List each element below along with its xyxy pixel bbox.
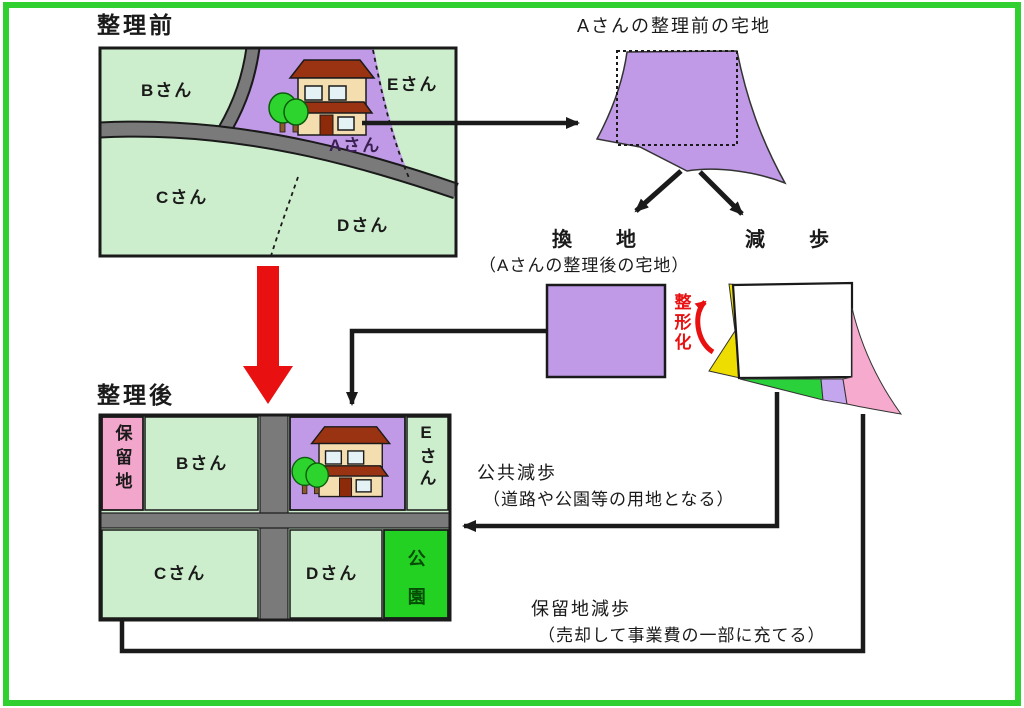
reshaping-arrow <box>694 300 715 355</box>
plot-label-e-after: Eさん <box>416 423 436 491</box>
to-reduction-arrow <box>698 170 744 216</box>
reserved-wedge-pink <box>842 307 903 415</box>
plot-label-d-before: Dさん <box>337 216 390 235</box>
new-parcel-white <box>731 281 854 380</box>
after-map <box>98 413 452 622</box>
public-wedge-green <box>739 378 824 401</box>
reserved-reduction-title: 保留地減歩 <box>531 599 631 619</box>
to-replotting-arrow <box>634 169 683 213</box>
plot-b-after <box>144 416 259 511</box>
plot-label-a-before: Aさん <box>329 136 382 155</box>
before-title: 整理前 <box>97 12 175 38</box>
road <box>99 512 451 529</box>
plot-label-d-after: Dさん <box>306 564 359 583</box>
replotted-parcel <box>545 283 667 379</box>
plot-label-c-after: Cさん <box>154 564 207 583</box>
reserved-reduction-note: （売却して事業費の一部に充てる） <box>538 626 826 645</box>
plot-d-after <box>289 529 383 619</box>
reduction-shape <box>708 281 903 415</box>
public-reduction-title: 公共減歩 <box>477 463 557 483</box>
park-label: 公園 <box>405 549 426 625</box>
public-reduction-line <box>462 392 780 532</box>
plot-label-e-before: Eさん <box>387 75 439 94</box>
reserved-land-plot <box>101 416 144 511</box>
plot-c-after <box>101 529 259 619</box>
original-parcel-title: Aさんの整理前の宅地 <box>577 16 772 36</box>
red-down-arrow <box>243 266 293 404</box>
reserved-land-label: 保留地 <box>112 424 132 496</box>
boundary-dashed <box>270 176 299 257</box>
plot-e-after <box>406 416 449 511</box>
future-parcel-dotted-outline <box>616 50 738 146</box>
reshaping-label: 整形化 <box>671 293 691 353</box>
reduction-label: 減 歩 <box>745 229 841 251</box>
original-parcel-shape <box>595 50 787 185</box>
after-title: 整理後 <box>97 382 175 408</box>
replotting-label: 換 地 <box>552 229 648 251</box>
replot-to-map-arrow <box>346 328 547 406</box>
plot-label-b-before: Bさん <box>141 81 194 100</box>
boundary-dashed <box>372 49 411 181</box>
before-map <box>98 46 459 258</box>
park-plot <box>383 529 449 619</box>
plot-label-b-after: Bさん <box>176 454 229 473</box>
replotting-sub-label: （Aさんの整理後の宅地） <box>479 256 690 275</box>
plot-label-c-before: Cさん <box>156 188 209 207</box>
public-reduction-note: （道路や公園等の用地となる） <box>483 490 735 509</box>
